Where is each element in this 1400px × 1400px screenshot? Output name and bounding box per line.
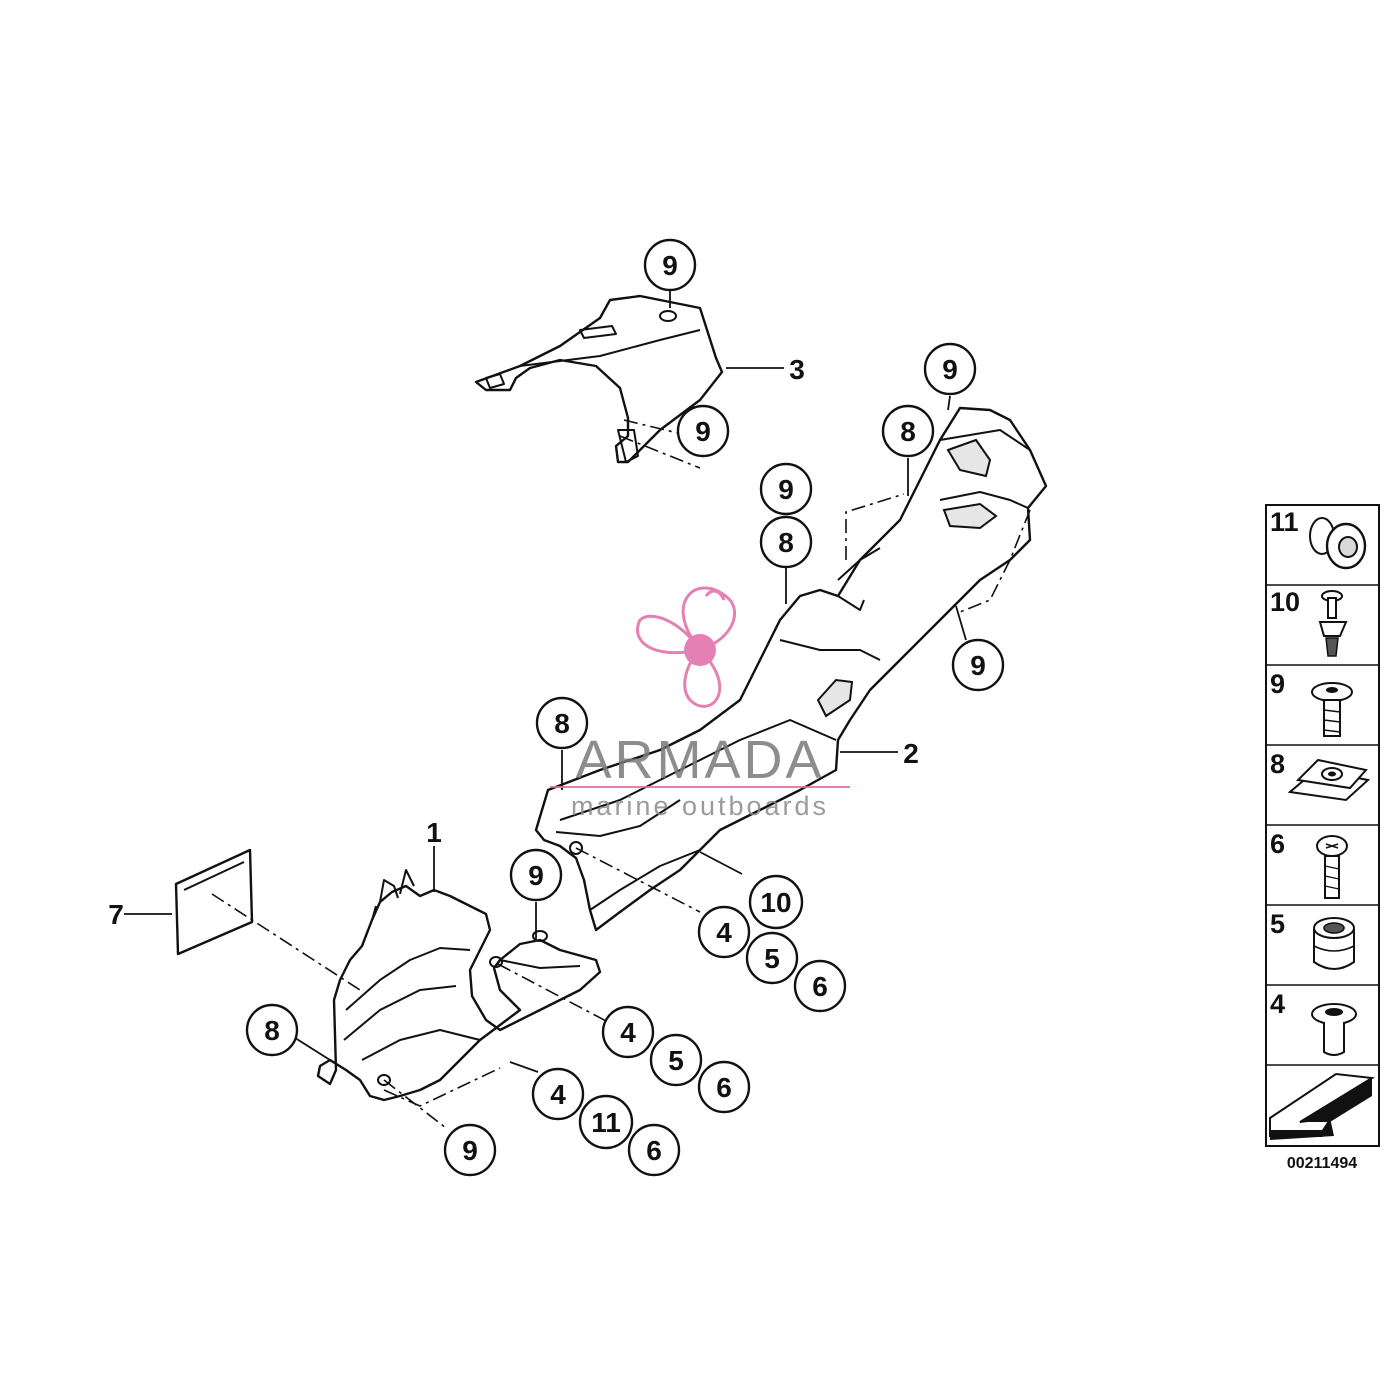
- callout-11: 11: [578, 1094, 634, 1150]
- watermark: ARMADA marine outboards: [550, 586, 850, 821]
- svg-text:8: 8: [1270, 749, 1285, 779]
- svg-text:5: 5: [764, 943, 780, 974]
- svg-text:6: 6: [646, 1135, 662, 1166]
- svg-text:4: 4: [550, 1079, 566, 1110]
- callout-9: 9: [509, 848, 563, 902]
- part-2-side-panel: [534, 406, 1048, 932]
- svg-text:9: 9: [970, 650, 986, 681]
- legend-row-9: 9: [1270, 669, 1353, 737]
- svg-text:8: 8: [554, 708, 570, 739]
- svg-text:8: 8: [900, 416, 916, 447]
- svg-text:9: 9: [528, 860, 544, 891]
- callout-9: 9: [676, 404, 730, 458]
- legend-row-8: 8: [1270, 749, 1371, 802]
- watermark-tagline: marine outboards: [571, 791, 829, 821]
- part-7-pad: [174, 848, 254, 956]
- legend-row-4: 4: [1270, 989, 1357, 1056]
- svg-text:10: 10: [760, 887, 791, 918]
- callout-8: 8: [535, 696, 589, 750]
- callout-9: 9: [759, 462, 813, 516]
- part-3-upper-cover: [474, 294, 724, 464]
- callout-4: 4: [531, 1067, 585, 1121]
- callout-8: 8: [245, 1003, 299, 1057]
- callout-9: 9: [643, 238, 697, 292]
- svg-text:8: 8: [264, 1015, 280, 1046]
- callout-9: 9: [951, 638, 1005, 692]
- svg-text:11: 11: [591, 1107, 621, 1138]
- part-1-lower-fairing: [316, 869, 602, 1102]
- svg-text:6: 6: [716, 1072, 732, 1103]
- leader-lines: [124, 290, 1031, 1129]
- hardware-legend: 11 10 9: [1265, 504, 1380, 1147]
- callout-6: 6: [793, 959, 847, 1013]
- clip-nut-icon: [1287, 758, 1371, 802]
- svg-text:5: 5: [668, 1045, 684, 1076]
- svg-text:4: 4: [1270, 989, 1285, 1019]
- svg-text:11: 11: [1270, 507, 1299, 537]
- screw-icon: [1316, 835, 1348, 899]
- callout-group: 9 9 9 8 9 8 9 8 9 10 4 5 6 4 5 6 8 4 11 …: [245, 238, 1005, 1177]
- part-label-3: 3: [789, 354, 805, 385]
- rubber-bushing-icon: [1313, 917, 1355, 970]
- callout-9: 9: [443, 1123, 497, 1177]
- svg-text:10: 10: [1270, 587, 1300, 617]
- svg-text:9: 9: [695, 416, 711, 447]
- callout-8: 8: [881, 404, 935, 458]
- callout-4: 4: [697, 905, 751, 959]
- svg-text:9: 9: [662, 250, 678, 281]
- legend-row-10: 10: [1270, 587, 1348, 657]
- legend-row-11: 11: [1270, 507, 1367, 570]
- watermark-brand: ARMADA: [575, 730, 824, 790]
- legend-row-5: 5: [1270, 909, 1355, 970]
- part-numbers: 1 2 3 7: [108, 354, 919, 930]
- legend-row-6: 6: [1270, 829, 1348, 899]
- part-label-1: 1: [426, 817, 442, 848]
- part-label-2: 2: [903, 738, 919, 769]
- svg-text:6: 6: [812, 971, 828, 1002]
- svg-text:9: 9: [1270, 669, 1285, 699]
- svg-text:4: 4: [620, 1017, 636, 1048]
- part-label-7: 7: [108, 899, 124, 930]
- propeller-logo-icon: [636, 586, 737, 708]
- svg-text:4: 4: [716, 917, 732, 948]
- callout-6: 6: [627, 1123, 681, 1177]
- callout-5: 5: [649, 1033, 703, 1087]
- spacer-sleeve-icon: [1311, 1003, 1357, 1056]
- expanding-rivet-icon: [1318, 590, 1348, 657]
- svg-text:6: 6: [1270, 829, 1285, 859]
- grommet-icon: [1309, 517, 1367, 570]
- svg-text:5: 5: [1270, 909, 1285, 939]
- callout-8: 8: [759, 515, 813, 569]
- collar-screw-icon: [1311, 682, 1353, 737]
- callout-10: 10: [748, 874, 804, 930]
- svg-text:9: 9: [778, 474, 794, 505]
- callout-4: 4: [601, 1005, 655, 1059]
- svg-text:8: 8: [778, 527, 794, 558]
- svg-text:9: 9: [462, 1135, 478, 1166]
- callout-6: 6: [697, 1060, 751, 1114]
- orientation-arrow-icon: [1269, 1072, 1376, 1140]
- callout-9: 9: [923, 342, 977, 396]
- svg-text:9: 9: [942, 354, 958, 385]
- diagram-code: 00211494: [1287, 1155, 1357, 1172]
- callout-5: 5: [745, 931, 799, 985]
